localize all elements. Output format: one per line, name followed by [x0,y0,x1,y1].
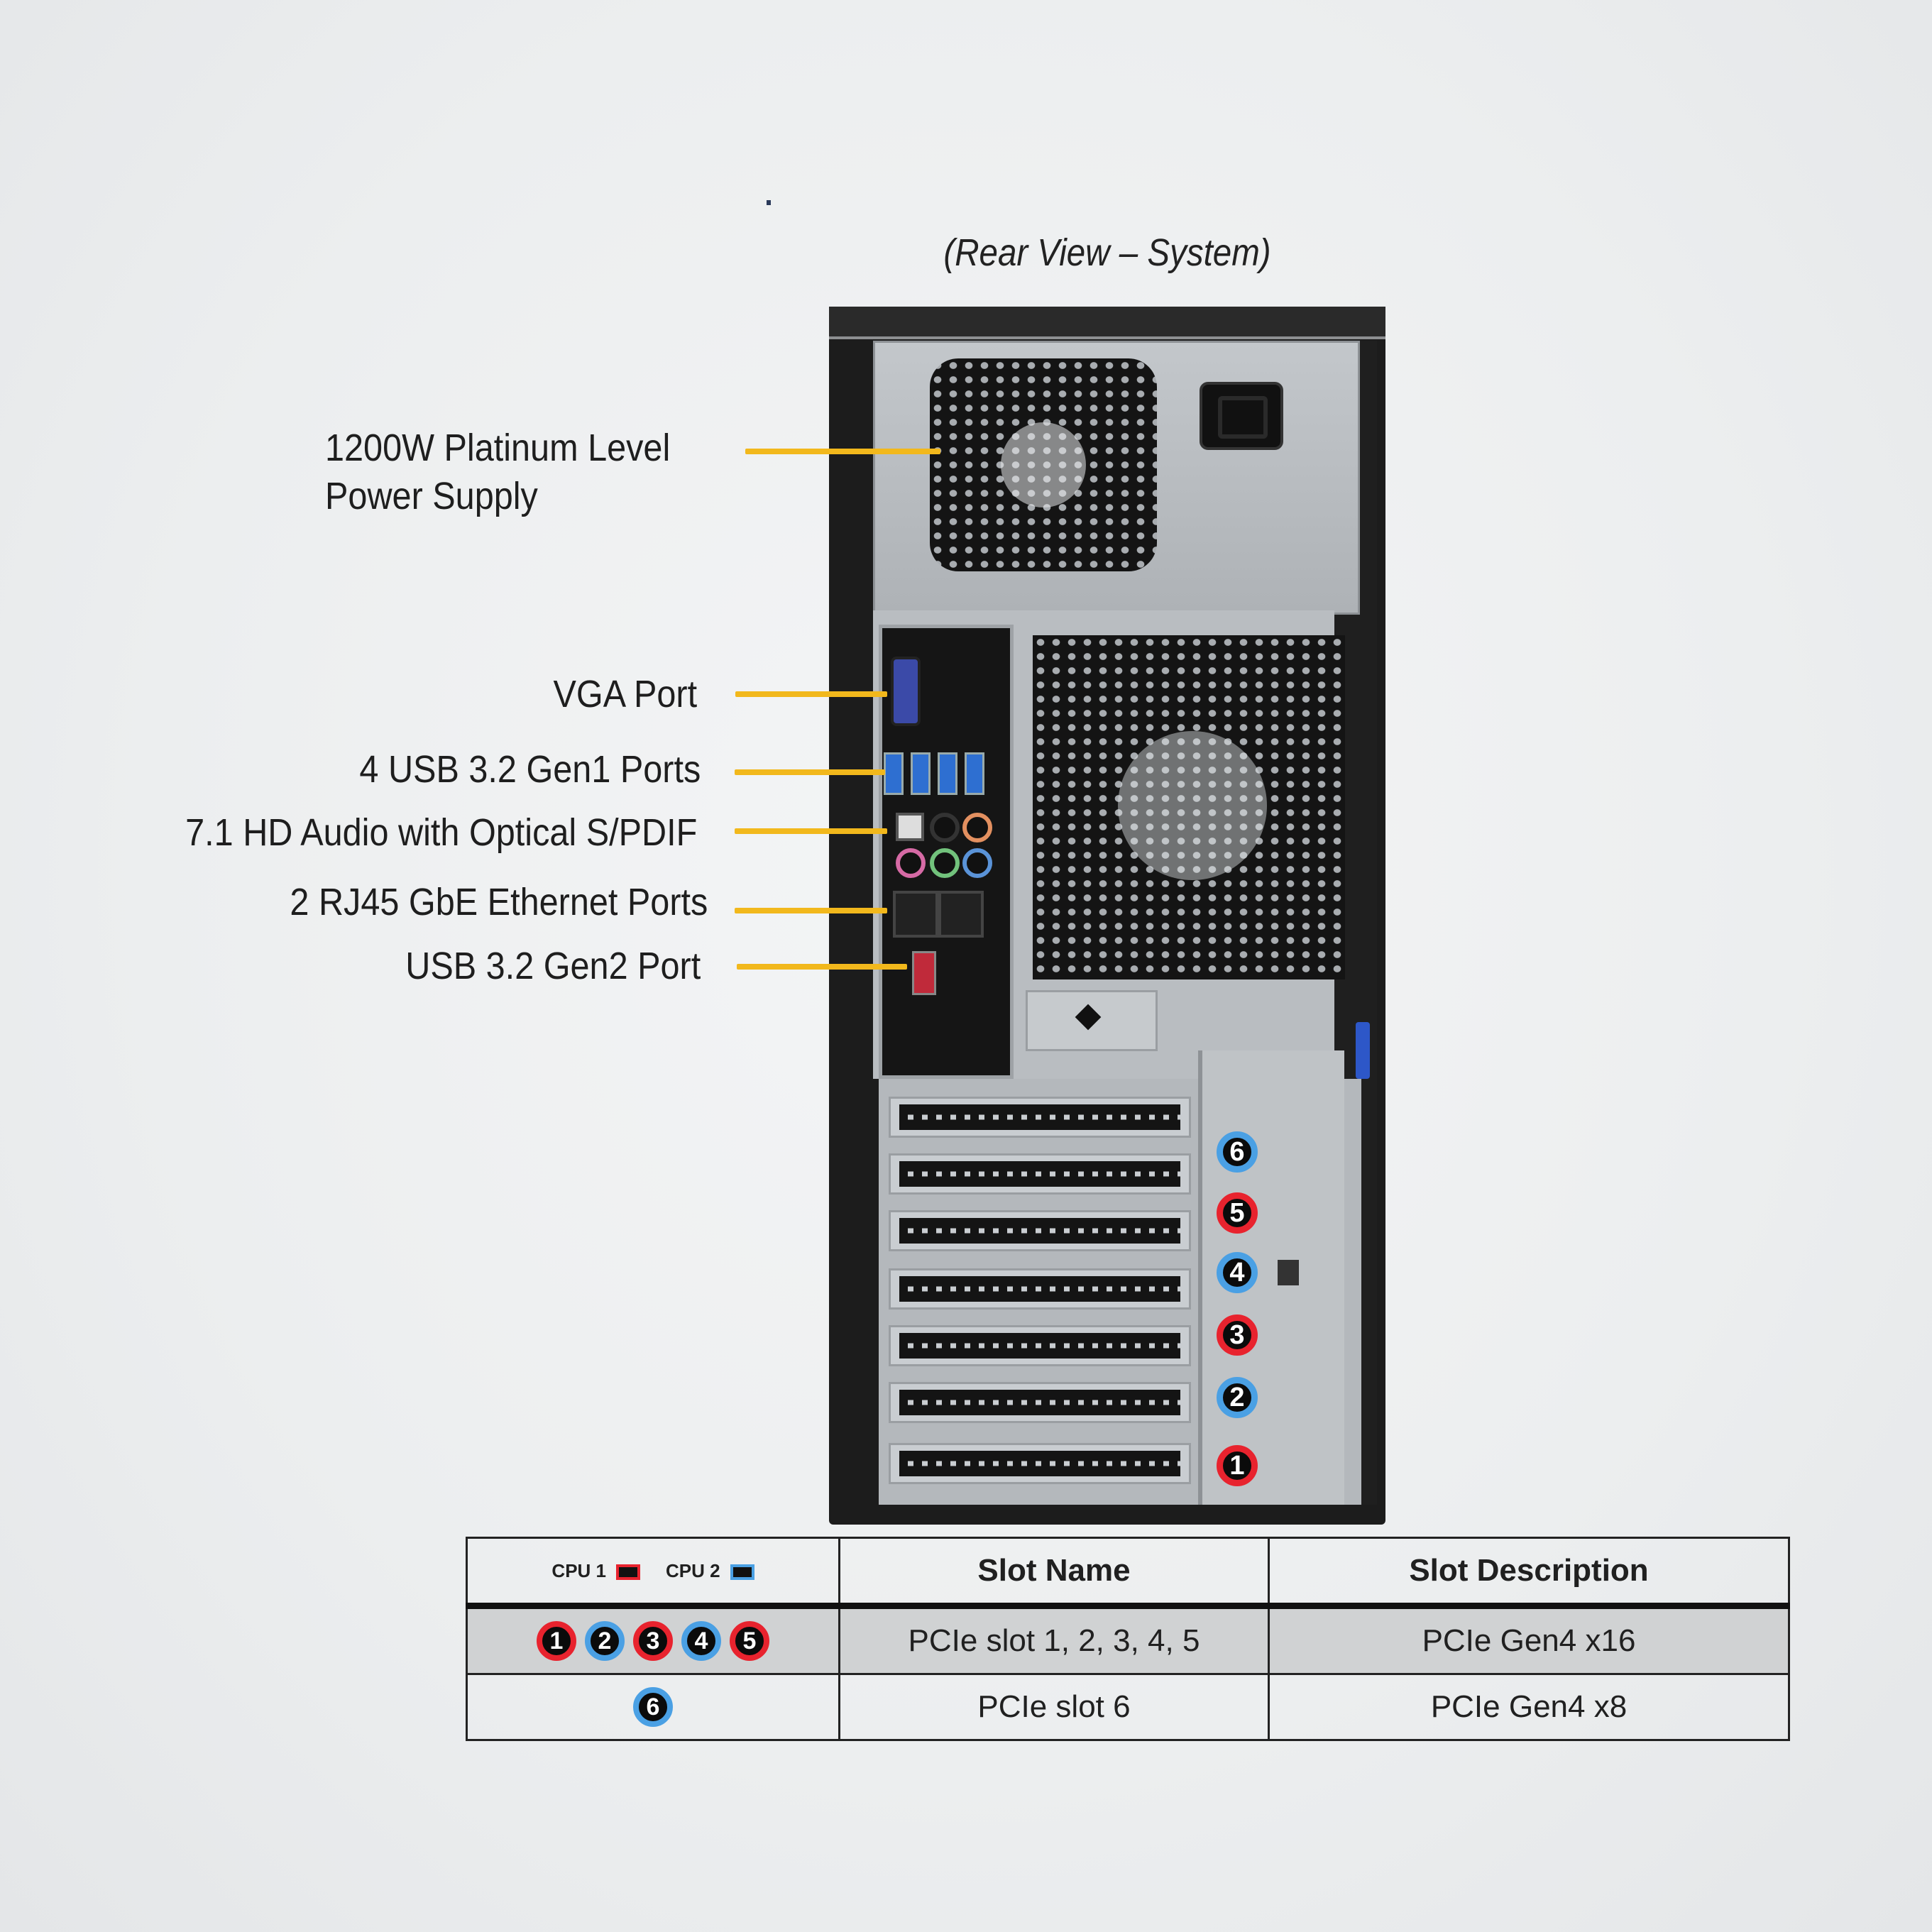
slot-name-cell: PCIe slot 1, 2, 3, 4, 5 [838,1605,1270,1675]
expansion-slot-cover [889,1325,1191,1366]
table-badge-2: 2 [585,1621,625,1661]
slot-badge-2: 2 [1217,1377,1258,1418]
expansion-slot-cover [889,1443,1191,1484]
diagram-title: (Rear View – System) [943,231,1271,274]
expansion-slot-cover [889,1268,1191,1310]
slot-badge-6: 6 [1217,1131,1258,1173]
slot-badges-cell: 6 [466,1673,840,1741]
slot-badge-3: 3 [1217,1314,1258,1356]
usb-gen1-port-icon [911,752,931,795]
expansion-slot-cover [889,1097,1191,1138]
slot-description-cell: PCIe Gen4 x8 [1268,1673,1790,1741]
audio-jack-blue-icon [962,848,992,878]
leader-line-psu [745,449,940,454]
usb-gen1-port-icon [884,752,904,795]
table-badge-3: 3 [633,1621,673,1661]
table-badge-4: 4 [681,1621,721,1661]
table-header-row: CPU 1 CPU 2 Slot Name Slot Description [466,1537,1790,1609]
callout-psu-line2: Power Supply [325,475,538,517]
leader-line-usb-gen1 [735,769,885,775]
stray-dot [767,200,771,205]
slot-description-cell: PCIe Gen4 x16 [1268,1605,1790,1675]
optical-spdif-icon [896,813,924,841]
leader-line-vga [735,691,887,697]
table-badge-5: 5 [730,1621,769,1661]
callout-audio: 7.1 HD Audio with Optical S/PDIF [185,811,697,854]
chassis-top-bar [829,307,1385,339]
slot-badge-1: 1 [1217,1445,1258,1486]
audio-jack-orange-icon [962,813,992,842]
cpu2-swatch-icon [730,1564,754,1580]
system-fan-grille [1033,635,1345,979]
callout-psu-line1: 1200W Platinum Level [325,427,671,469]
expansion-slot-cover [889,1153,1191,1195]
legend-cpu1: CPU 1 [551,1560,640,1582]
legend-cpu2: CPU 2 [666,1560,754,1582]
audio-jack-pink-icon [896,848,926,878]
psu-fan-hub [1001,422,1086,507]
callout-usb-gen1: 4 USB 3.2 Gen1 Ports [359,748,701,791]
pcie-slot-table: CPU 1 CPU 2 Slot Name Slot Description 1… [466,1537,1790,1741]
vga-port-icon [891,657,921,726]
cpu1-swatch-icon [616,1564,640,1580]
usb-gen1-port-icon [965,752,984,795]
leader-line-audio [735,828,887,834]
callout-usb-gen2: USB 3.2 Gen2 Port [405,945,701,987]
rj45-port-icon [938,891,984,938]
leader-line-rj45 [735,908,887,913]
audio-jack-black-icon [930,813,960,842]
slot-badge-5: 5 [1217,1192,1258,1234]
ac-power-inlet-icon [1200,382,1283,450]
rj45-port-icon [893,891,938,938]
leader-line-usb-gen2 [737,964,907,970]
table-badge-1: 1 [537,1621,576,1661]
padlock-loop-icon [1278,1260,1299,1285]
callout-rj45: 2 RJ45 GbE Ethernet Ports [290,881,708,923]
table-row: 6 PCIe slot 6 PCIe Gen4 x8 [466,1673,1790,1741]
usb-gen1-port-icon [938,752,957,795]
usb-gen2-port-icon [912,951,936,995]
header-slot-name: Slot Name [838,1537,1270,1609]
legend-cell: CPU 1 CPU 2 [466,1537,840,1609]
cpu-legend: CPU 1 CPU 2 [468,1560,838,1582]
side-latch [1356,1022,1370,1079]
system-fan-hub [1118,731,1267,880]
slot-name-cell: PCIe slot 6 [838,1673,1270,1741]
table-badge-6: 6 [633,1687,673,1727]
slot-badge-4: 4 [1217,1252,1258,1293]
expansion-slot-cover [889,1210,1191,1251]
audio-jack-green-icon [930,848,960,878]
header-slot-description: Slot Description [1268,1537,1790,1609]
callout-vga: VGA Port [553,673,697,715]
expansion-slot-cover [889,1382,1191,1423]
